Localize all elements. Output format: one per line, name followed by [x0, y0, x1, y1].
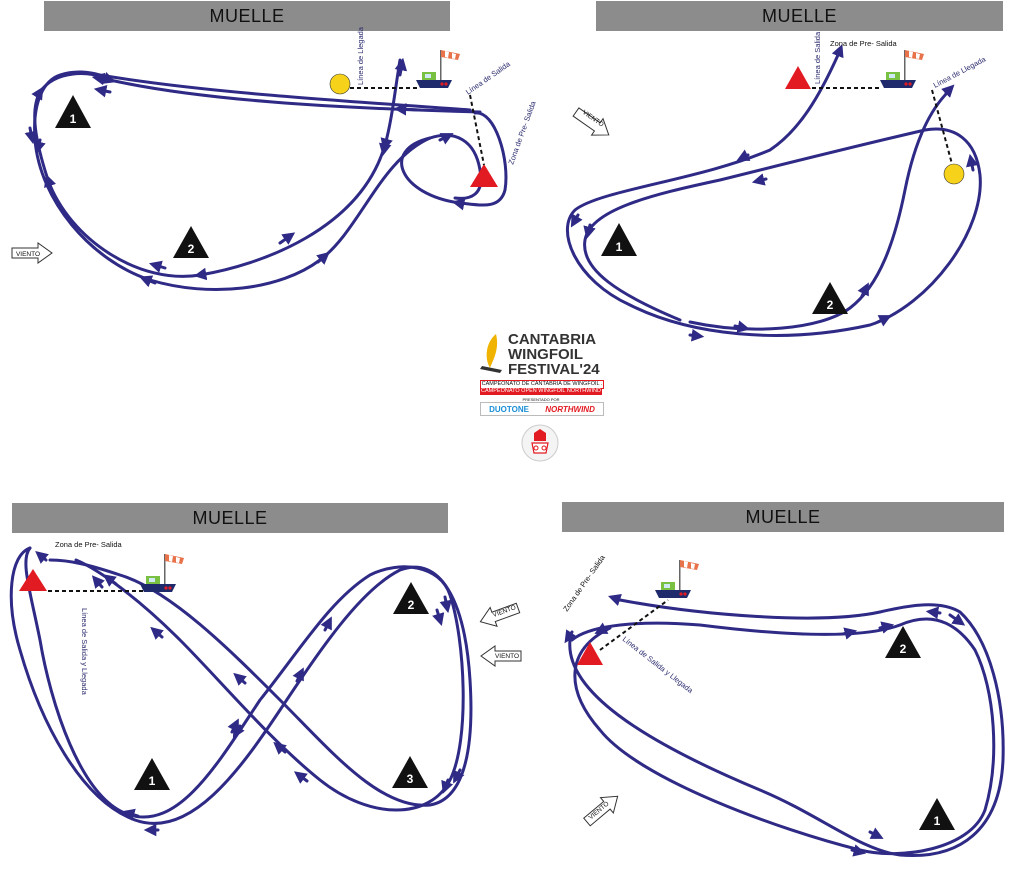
mark-1: 1 — [919, 798, 955, 830]
mark-1: 1 — [601, 223, 637, 256]
muelle-banner-3: MUELLE — [12, 503, 448, 533]
panel-1-marks: 1 2 Línea de Llegada Línea de Salida Zon… — [11, 26, 538, 264]
svg-text:VIENTO: VIENTO — [495, 653, 519, 660]
wingfoil-icon — [480, 334, 502, 373]
svg-text:1: 1 — [70, 112, 77, 126]
committee-boat — [416, 50, 460, 88]
svg-text:Zona de Pre- Salida: Zona de Pre- Salida — [506, 99, 538, 166]
wind-arrow: VIENTO — [569, 103, 616, 144]
sponsor-strip: DUOTONE NORTHWIND — [480, 402, 604, 416]
mark-1: 1 — [55, 95, 91, 128]
mark-1: 1 — [134, 758, 170, 790]
svg-text:2: 2 — [827, 298, 834, 312]
panel-4 — [564, 594, 1005, 858]
red-mark — [19, 569, 47, 591]
svg-text:Línea de Salida: Línea de Salida — [813, 31, 822, 84]
mark-2: 2 — [885, 626, 921, 658]
wind-arrow-1: VIENTO — [476, 598, 522, 632]
panel-2-marks: 1 2 Línea de Salida Zona de Pre- Salida … — [569, 31, 988, 314]
red-mark — [470, 164, 498, 187]
yellow-buoy — [329, 73, 351, 95]
committee-boat — [880, 50, 924, 88]
svg-text:3: 3 — [407, 772, 414, 786]
svg-text:VIENTO: VIENTO — [16, 251, 40, 258]
svg-text:Línea de Llegada: Línea de Llegada — [932, 54, 988, 90]
mark-2: 2 — [393, 582, 429, 614]
wind-arrow-2: VIENTO — [480, 645, 522, 667]
sponsor-northwind: NORTHWIND — [545, 404, 595, 414]
muelle-banner-1: MUELLE — [44, 1, 450, 31]
wind-arrow: VIENTO — [580, 788, 625, 831]
mark-2: 2 — [173, 226, 209, 258]
logo-title-3: FESTIVAL'24 — [508, 361, 600, 378]
club-emblem-icon — [521, 424, 559, 462]
red-mark — [577, 642, 603, 665]
muelle-banner-2: MUELLE — [596, 1, 1003, 31]
red-mark — [785, 66, 811, 89]
course-path — [31, 58, 482, 281]
svg-text:2: 2 — [188, 242, 195, 256]
svg-text:1: 1 — [934, 814, 941, 828]
logo-title-1: CANTABRIA — [508, 331, 597, 348]
mark-2: 2 — [812, 282, 848, 314]
mark-3: 3 — [392, 756, 428, 788]
panel-2 — [565, 44, 982, 342]
svg-text:1: 1 — [149, 774, 156, 788]
svg-text:Zona de Pre- Salida: Zona de Pre- Salida — [55, 540, 123, 549]
logo-title-2: WINGFOIL — [508, 346, 583, 363]
svg-text:Zona de Pre- Salida: Zona de Pre- Salida — [561, 553, 607, 613]
panel-3-marks: 1 2 3 Zona de Pre- Salida Línea de Salid… — [19, 540, 522, 790]
svg-text:Línea de Llegada: Línea de Llegada — [356, 26, 365, 85]
wind-arrow: VIENTO — [11, 242, 53, 264]
logo-line-2: CAMPEONATO OPEN WINGFOIL NORTHWIND — [480, 388, 602, 395]
svg-text:Línea de Salida y Llegada: Línea de Salida y Llegada — [80, 608, 89, 696]
svg-text:1: 1 — [616, 240, 623, 254]
svg-text:Línea de Salida y Llegada: Línea de Salida y Llegada — [621, 634, 696, 695]
logo-sponsor-by: PRESENTADO POR — [522, 397, 560, 402]
panel-3 — [9, 546, 473, 837]
muelle-banner-4: MUELLE — [562, 502, 1004, 532]
svg-text:Línea de Salida: Línea de Salida — [464, 59, 513, 97]
committee-boat — [655, 560, 699, 598]
svg-text:Zona de Pre- Salida: Zona de Pre- Salida — [830, 39, 898, 48]
panel-1 — [24, 57, 508, 292]
sponsor-duotone: DUOTONE — [489, 404, 529, 414]
svg-text:2: 2 — [408, 598, 415, 612]
svg-text:2: 2 — [900, 642, 907, 656]
yellow-buoy — [943, 163, 965, 185]
festival-logo: CANTABRIA WINGFOIL FESTIVAL'24 CAMPEONAT… — [478, 330, 606, 465]
committee-boat — [140, 554, 184, 592]
